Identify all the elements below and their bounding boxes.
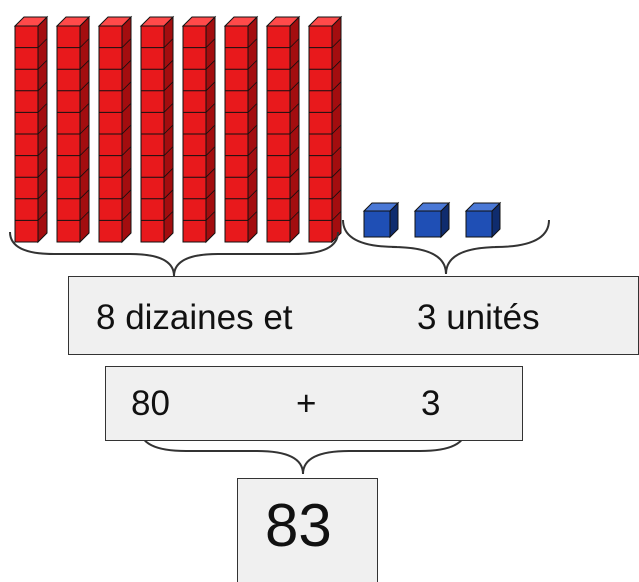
units-value-label: 3: [421, 384, 441, 423]
tens-rod: [307, 15, 343, 244]
sum-brace: [139, 427, 467, 475]
tens-rod: [181, 15, 217, 244]
unit-cubes-group: [362, 201, 502, 239]
tens-rod: [223, 15, 259, 244]
unit-cube: [464, 201, 502, 239]
words-box: [68, 276, 639, 355]
unit-cube: [413, 201, 451, 239]
units-words-label: 3 unités: [417, 298, 540, 337]
result-box: [237, 478, 378, 582]
tens-value-label: 80: [131, 384, 170, 423]
result-value: 83: [265, 492, 332, 559]
tens-rod: [265, 15, 301, 244]
tens-words-label: 8 dizaines et: [96, 298, 293, 337]
tens-rod: [139, 15, 175, 244]
plus-sign: +: [296, 384, 317, 423]
unit-cube: [362, 201, 400, 239]
values-box: [105, 366, 523, 441]
units-brace: [342, 219, 550, 275]
tens-rods-group: [13, 15, 343, 244]
tens-rod: [97, 15, 133, 244]
tens-rod: [13, 15, 49, 244]
tens-rod: [55, 15, 91, 244]
